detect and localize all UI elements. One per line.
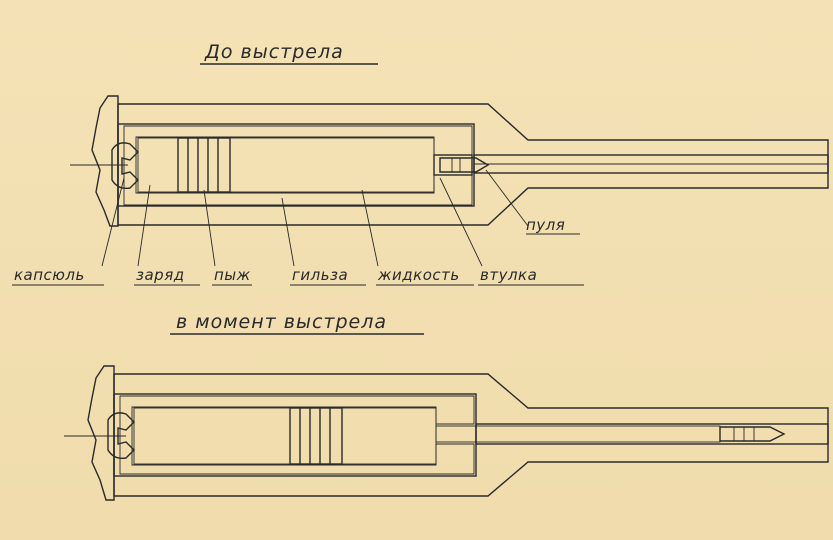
wad-2 bbox=[289, 407, 343, 465]
chamber-bore bbox=[117, 123, 475, 207]
barrel-bore-2 bbox=[475, 423, 829, 445]
wad bbox=[177, 137, 231, 193]
bullet bbox=[439, 157, 490, 173]
label-bullet: пуля bbox=[526, 216, 565, 234]
label-charge: заряд bbox=[136, 266, 185, 284]
drawing-during-shot bbox=[64, 365, 829, 501]
label-liquid: жидкость bbox=[377, 266, 460, 284]
label-primer: капсюль bbox=[14, 266, 85, 284]
bullet-2 bbox=[719, 426, 786, 442]
title-before-shot: До выстрела bbox=[204, 41, 344, 63]
breech-block-2 bbox=[87, 365, 115, 501]
leader-lines bbox=[101, 169, 529, 267]
barrel-wall-2 bbox=[113, 373, 829, 497]
label-bushing: втулка bbox=[480, 266, 537, 284]
powder-charge bbox=[137, 137, 179, 193]
liquid-jet bbox=[435, 425, 721, 443]
title-during-shot: в момент выстрела bbox=[176, 311, 387, 333]
liquid-column-2 bbox=[341, 407, 437, 465]
breech-block bbox=[91, 95, 119, 227]
liquid-column bbox=[229, 137, 435, 193]
drawing-before-shot bbox=[70, 95, 829, 227]
primer-cap bbox=[111, 142, 139, 190]
case-wall-2 bbox=[119, 395, 475, 475]
label-wad: пыж bbox=[214, 266, 251, 284]
bushing bbox=[433, 154, 473, 176]
primer-cap-2 bbox=[107, 412, 135, 460]
label-case: гильза bbox=[292, 266, 348, 284]
barrel-wall bbox=[117, 103, 829, 226]
expanding-gas bbox=[133, 407, 291, 465]
